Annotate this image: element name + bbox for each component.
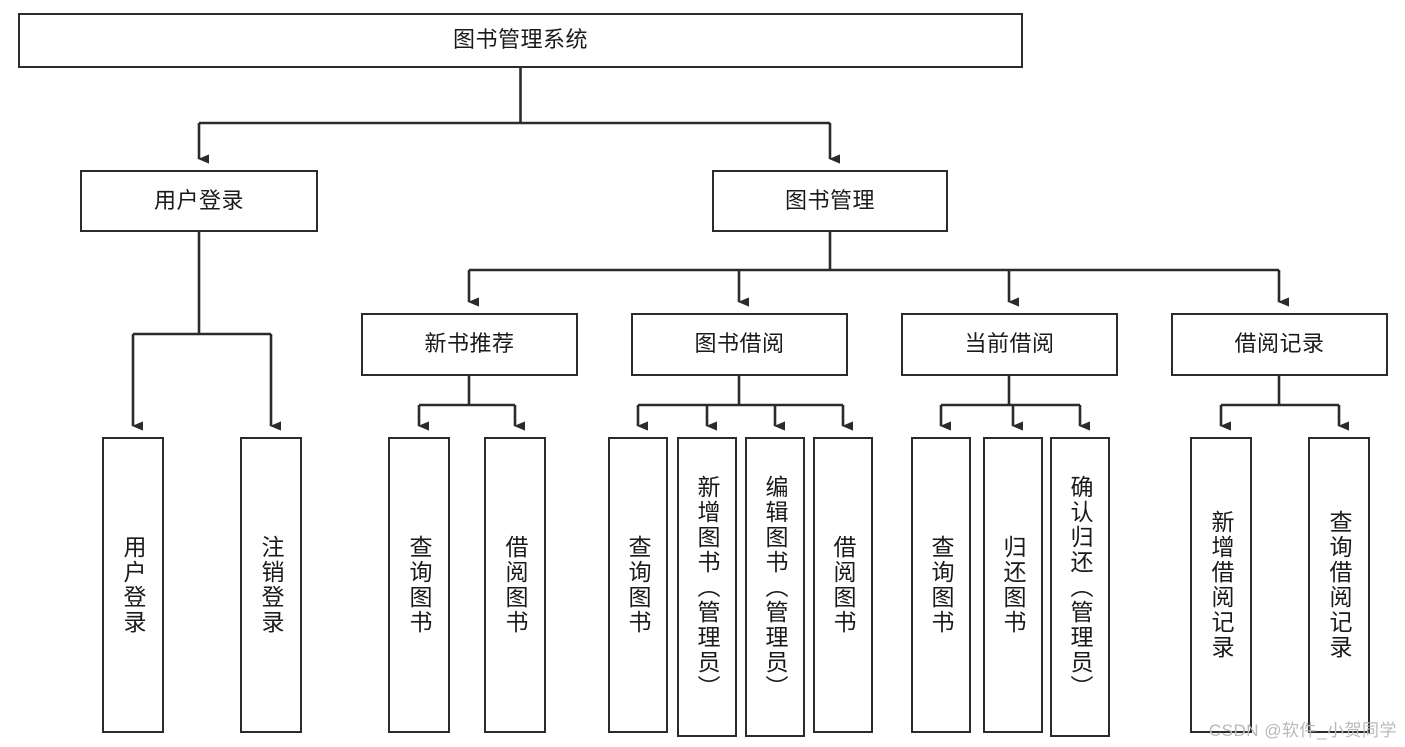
connector-current-borrow-bus bbox=[939, 376, 1090, 431]
node-label-leaf-edit-book: 编辑图书（管理员） bbox=[762, 474, 789, 700]
node-leaf-user-logout[interactable]: 注销登录 bbox=[240, 437, 302, 733]
node-leaf-user-login[interactable]: 用户登录 bbox=[102, 437, 164, 733]
node-label-leaf-borrow-book-1: 借阅图书 bbox=[502, 535, 529, 635]
node-root[interactable]: 图书管理系统 bbox=[18, 13, 1023, 68]
node-leaf-borrow-book-1[interactable]: 借阅图书 bbox=[484, 437, 546, 733]
node-user-login[interactable]: 用户登录 bbox=[80, 170, 318, 232]
node-label-leaf-add-book: 新增图书（管理员） bbox=[694, 474, 721, 700]
node-leaf-return-book[interactable]: 归还图书 bbox=[983, 437, 1043, 733]
node-borrow-record[interactable]: 借阅记录 bbox=[1171, 313, 1388, 376]
node-label-book-manage: 图书管理 bbox=[784, 187, 875, 213]
node-label-leaf-user-logout: 注销登录 bbox=[258, 535, 285, 635]
node-new-book-rec[interactable]: 新书推荐 bbox=[361, 313, 578, 376]
connector-user-login-bus bbox=[131, 232, 281, 431]
connector-book-manage-bus bbox=[467, 232, 1289, 307]
node-label-borrow-record: 借阅记录 bbox=[1234, 331, 1325, 357]
node-leaf-query-book-2[interactable]: 查询图书 bbox=[608, 437, 668, 733]
node-label-leaf-add-record: 新增借阅记录 bbox=[1208, 510, 1235, 660]
node-label-leaf-query-record: 查询借阅记录 bbox=[1326, 510, 1353, 660]
node-label-leaf-query-book-2: 查询图书 bbox=[625, 535, 652, 635]
node-label-leaf-confirm-return: 确认归还（管理员） bbox=[1067, 474, 1094, 700]
node-leaf-query-book-1[interactable]: 查询图书 bbox=[388, 437, 450, 733]
node-leaf-query-book-3[interactable]: 查询图书 bbox=[911, 437, 971, 733]
connector-root-bus bbox=[197, 68, 840, 164]
node-label-leaf-borrow-book-2: 借阅图书 bbox=[830, 535, 857, 635]
node-leaf-confirm-return[interactable]: 确认归还（管理员） bbox=[1050, 437, 1110, 737]
node-label-root: 图书管理系统 bbox=[452, 27, 588, 53]
node-leaf-add-book[interactable]: 新增图书（管理员） bbox=[677, 437, 737, 737]
node-leaf-query-record[interactable]: 查询借阅记录 bbox=[1308, 437, 1370, 733]
node-book-borrow[interactable]: 图书借阅 bbox=[631, 313, 848, 376]
node-leaf-add-record[interactable]: 新增借阅记录 bbox=[1190, 437, 1252, 733]
connector-borrow-record-bus bbox=[1219, 376, 1349, 431]
node-leaf-borrow-book-2[interactable]: 借阅图书 bbox=[813, 437, 873, 733]
node-label-leaf-user-login: 用户登录 bbox=[120, 535, 147, 635]
node-label-new-book-rec: 新书推荐 bbox=[424, 331, 515, 357]
watermark-text: CSDN @软件_小贺同学 bbox=[1208, 721, 1397, 740]
node-label-user-login: 用户登录 bbox=[153, 187, 244, 213]
connector-new-book-rec-bus bbox=[417, 376, 525, 431]
node-label-book-borrow: 图书借阅 bbox=[694, 331, 785, 357]
node-label-leaf-query-book-1: 查询图书 bbox=[406, 535, 433, 635]
node-book-manage[interactable]: 图书管理 bbox=[712, 170, 948, 232]
connector-book-borrow-bus bbox=[636, 376, 853, 431]
node-leaf-edit-book[interactable]: 编辑图书（管理员） bbox=[745, 437, 805, 737]
node-current-borrow[interactable]: 当前借阅 bbox=[901, 313, 1118, 376]
node-label-leaf-query-book-3: 查询图书 bbox=[928, 535, 955, 635]
node-label-current-borrow: 当前借阅 bbox=[964, 331, 1055, 357]
node-label-leaf-return-book: 归还图书 bbox=[1000, 535, 1027, 635]
